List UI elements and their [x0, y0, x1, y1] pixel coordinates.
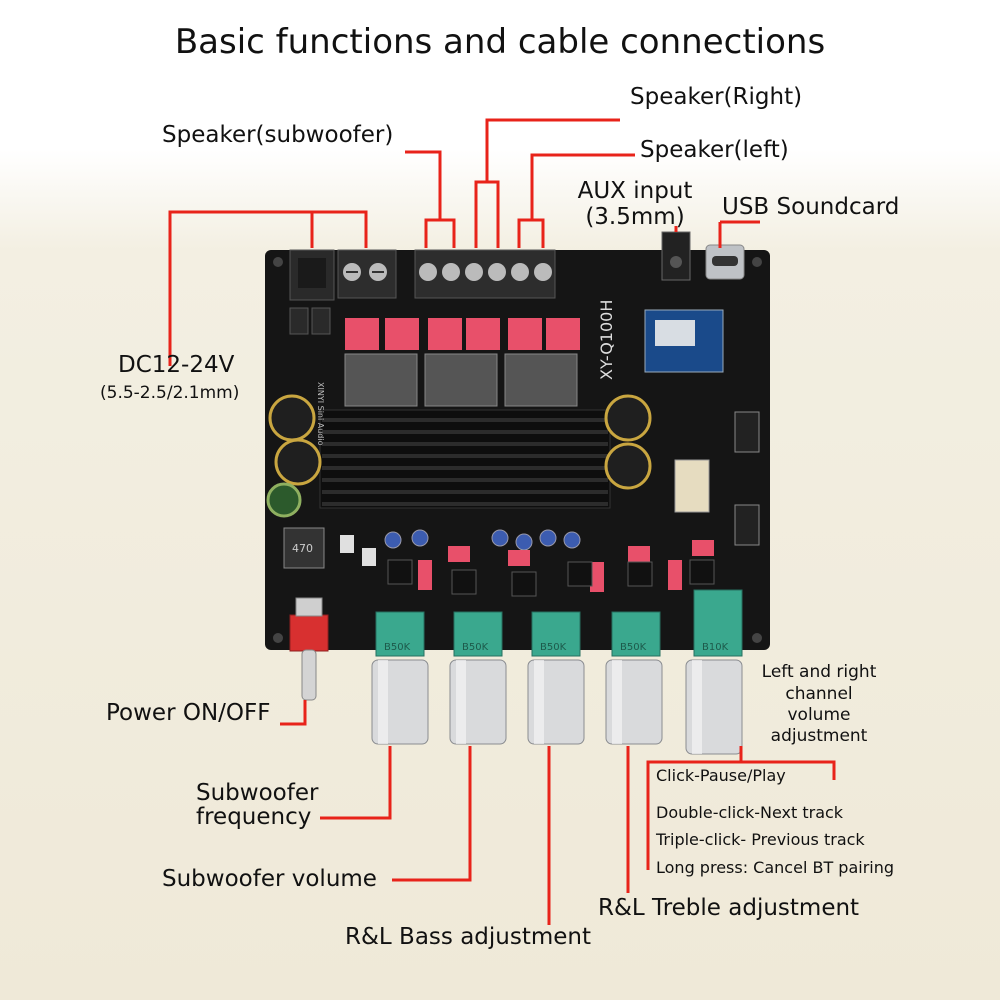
board-brand: XINYI Sini Audio: [316, 382, 325, 446]
board-model: XY-Q100H: [597, 300, 616, 380]
label-treble: R&L Treble adjustment: [598, 895, 860, 921]
label-subwoofer-frequency-2: frequency: [196, 804, 312, 830]
label-dc-plug: (5.5-2.5/2.1mm): [100, 383, 240, 403]
page-title: Basic functions and cable connections: [174, 22, 826, 62]
pot-bass[interactable]: B50K: [527, 611, 585, 745]
label-speaker-left: Speaker(left): [640, 137, 789, 163]
svg-text:B50K: B50K: [620, 642, 647, 653]
pot-treble[interactable]: B50K: [605, 611, 663, 745]
label-power-switch: Power ON/OFF: [106, 700, 271, 726]
label-subwoofer-volume: Subwoofer volume: [162, 866, 377, 892]
knob-function-long-press: Long press: Cancel BT pairing: [656, 858, 895, 877]
terminal-block-speakers: [414, 249, 556, 299]
aux-jack: [661, 231, 691, 281]
label-subwoofer-frequency-1: Subwoofer: [196, 780, 319, 806]
label-speaker-subwoofer: Speaker(subwoofer): [162, 122, 394, 148]
label-bass: R&L Bass adjustment: [345, 924, 592, 950]
svg-text:B50K: B50K: [462, 642, 489, 653]
inductor-label: 470: [292, 542, 313, 555]
knob-function-double-click: Double-click-Next track: [656, 803, 844, 822]
svg-text:B10K: B10K: [702, 642, 729, 653]
pot-subwoofer-frequency[interactable]: B50K: [371, 611, 429, 745]
capacitors: [266, 394, 652, 518]
label-aux-input: AUX input: [577, 178, 693, 204]
svg-text:B50K: B50K: [540, 642, 567, 653]
relay-row: [345, 318, 580, 350]
label-speaker-right: Speaker(Right): [630, 84, 803, 110]
label-volume-3: volume: [787, 705, 851, 725]
knob-function-click: Click-Pause/Play: [656, 766, 786, 785]
label-volume-2: channel: [785, 684, 853, 704]
power-toggle-switch[interactable]: [289, 597, 329, 701]
label-usb-soundcard: USB Soundcard: [722, 194, 900, 220]
heatsink: [319, 409, 611, 509]
label-volume-4: adjustment: [770, 726, 868, 746]
terminal-block-subwoofer: [337, 249, 397, 299]
pot-volume[interactable]: B10K: [685, 589, 743, 755]
label-dc-power: DC12-24V: [118, 352, 235, 378]
svg-text:B50K: B50K: [384, 642, 411, 653]
label-aux-size: (3.5mm): [585, 204, 685, 230]
label-volume-1: Left and right: [761, 662, 877, 682]
knob-function-triple-click: Triple-click- Previous track: [656, 830, 865, 849]
pot-subwoofer-volume[interactable]: B50K: [449, 611, 507, 745]
